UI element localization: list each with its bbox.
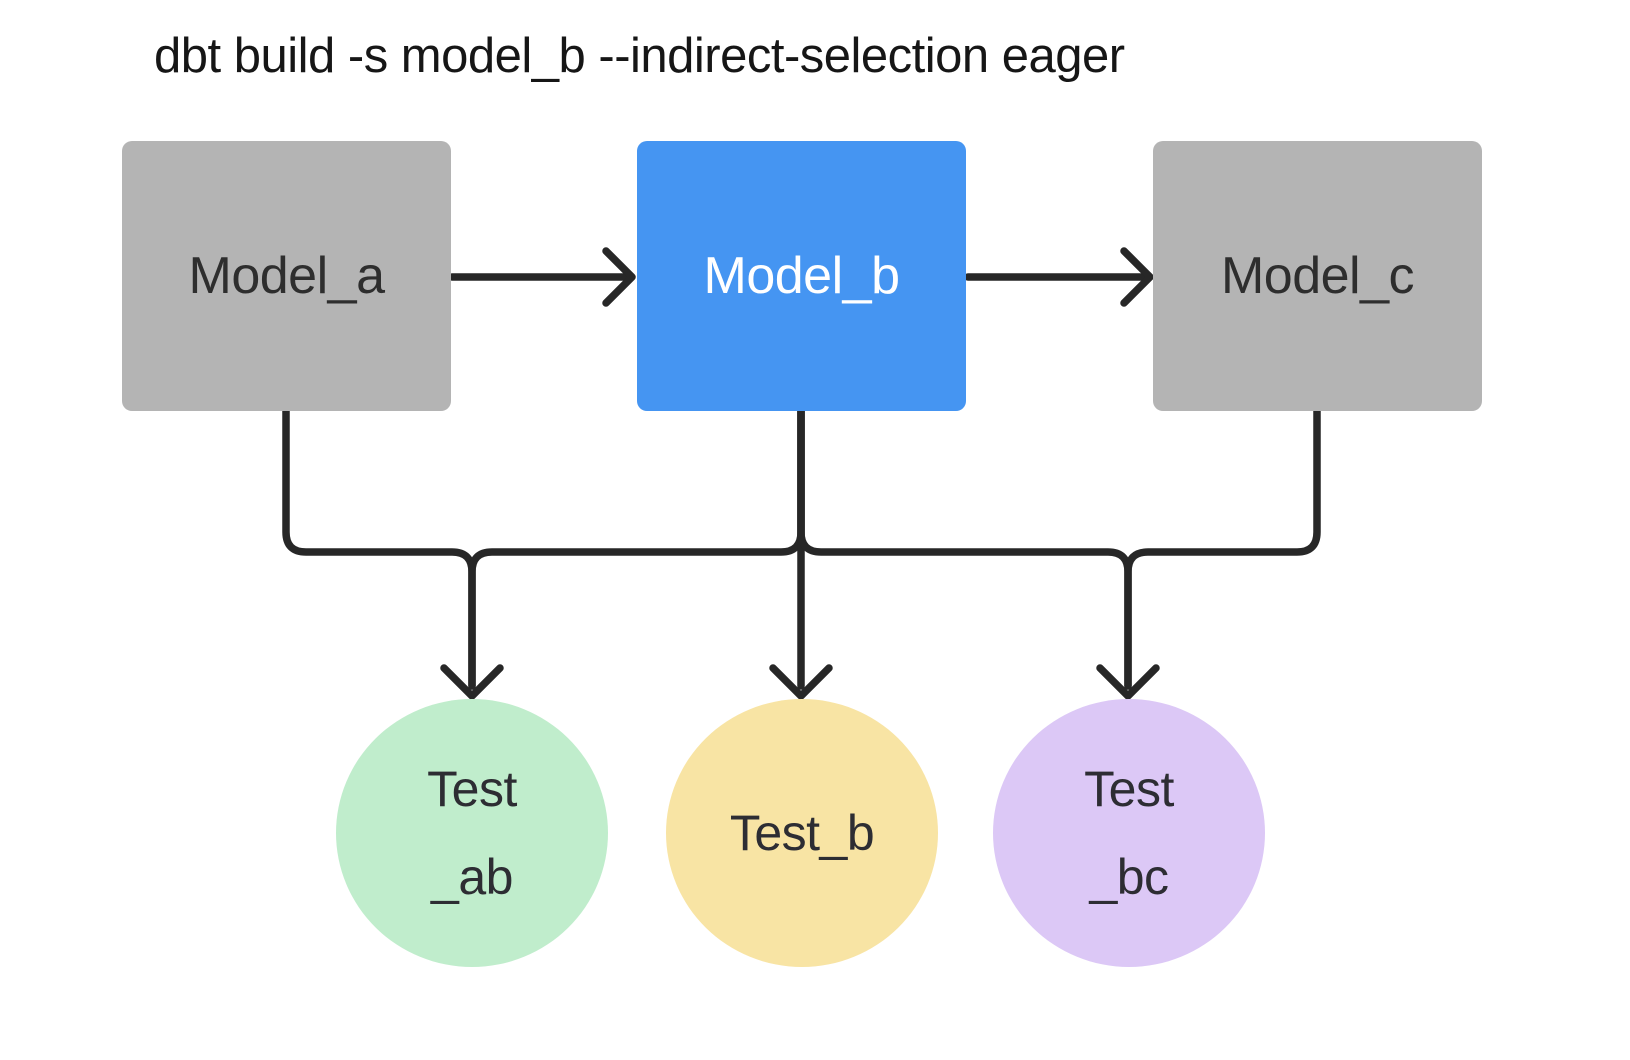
- node-test-ab-label-line1: Test: [427, 761, 517, 817]
- node-test-bc: Test _bc: [993, 699, 1265, 967]
- node-model-c-label: Model_c: [1220, 247, 1415, 305]
- node-test-b-label-line1: Test_b: [729, 805, 875, 861]
- node-test-ab-label-line2: _ab: [431, 849, 513, 905]
- arrowhead-model-c: [1120, 247, 1154, 307]
- edge-model-a-to-test-ab: [282, 407, 476, 690]
- arrowhead-test-ab: [440, 664, 504, 700]
- node-model-b: Model_b: [637, 141, 966, 411]
- node-test-bc-label-line1: Test: [1084, 761, 1174, 817]
- edge-model-b-to-test-ab: [468, 407, 805, 690]
- edge-group: [282, 247, 1321, 700]
- node-test-b: Test_b: [666, 699, 938, 967]
- node-model-a-label: Model_a: [188, 247, 385, 305]
- arrowhead-test-bc: [1096, 664, 1160, 700]
- node-model-a: Model_a: [122, 141, 451, 411]
- node-model-c: Model_c: [1153, 141, 1482, 411]
- edge-model-b-to-test-bc: [797, 407, 1132, 690]
- diagram-title: dbt build -s model_b --indirect-selectio…: [154, 29, 1125, 83]
- arrowhead-test-b: [769, 664, 833, 700]
- node-model-b-label: Model_b: [703, 247, 900, 305]
- edge-model-c-to-test-bc: [1124, 407, 1321, 690]
- arrowhead-model-b: [602, 247, 636, 307]
- node-test-bc-label-line2: _bc: [1089, 849, 1169, 905]
- node-test-ab: Test _ab: [336, 699, 608, 967]
